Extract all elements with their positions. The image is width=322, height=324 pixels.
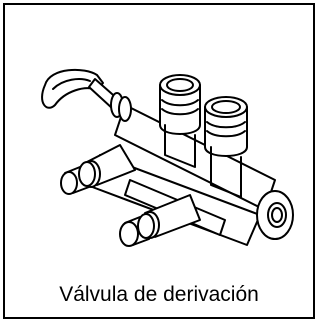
bypass-valve-icon bbox=[41, 68, 294, 247]
part-caption: Válvula de derivación bbox=[59, 283, 259, 306]
part-card: Válvula de derivación bbox=[3, 3, 315, 319]
